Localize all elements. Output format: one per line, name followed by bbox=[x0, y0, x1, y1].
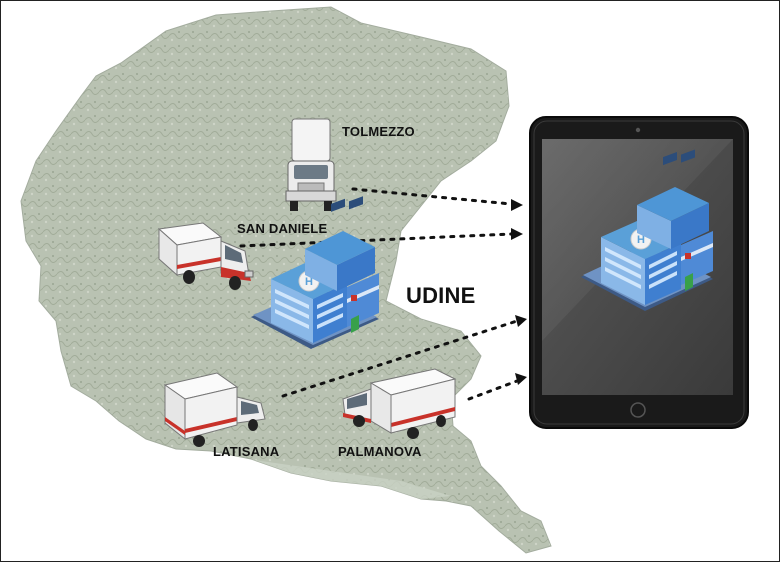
ambulance-palmanova bbox=[342, 368, 457, 439]
home-button-icon bbox=[630, 402, 646, 418]
arrow-latisana bbox=[515, 315, 527, 327]
label-san-daniele: SAN DANIELE bbox=[237, 221, 328, 236]
link-tolmezzo bbox=[351, 187, 513, 206]
arrow-heads bbox=[511, 199, 527, 385]
hospital-map: H bbox=[251, 196, 379, 349]
hospital-tablet: H bbox=[581, 149, 713, 311]
arrow-san-daniele bbox=[511, 228, 523, 240]
ambulance-latisana bbox=[163, 372, 266, 447]
label-palmanova: PALMANOVA bbox=[338, 444, 422, 459]
ambulance-tolmezzo bbox=[285, 118, 337, 211]
label-udine: UDINE bbox=[406, 283, 476, 308]
label-latisana: LATISANA bbox=[213, 444, 280, 459]
arrow-tolmezzo bbox=[511, 199, 523, 211]
link-palmanova bbox=[467, 379, 519, 401]
label-tolmezzo: TOLMEZZO bbox=[342, 124, 415, 139]
arrow-palmanova bbox=[515, 373, 527, 385]
svg-text:H: H bbox=[305, 276, 313, 288]
map-lagoon bbox=[211, 451, 451, 499]
tablet-camera bbox=[635, 127, 641, 133]
ambulance-san-daniele bbox=[157, 222, 254, 290]
svg-text:H: H bbox=[637, 234, 645, 246]
connection-lines bbox=[239, 187, 519, 401]
link-latisana bbox=[281, 319, 519, 398]
